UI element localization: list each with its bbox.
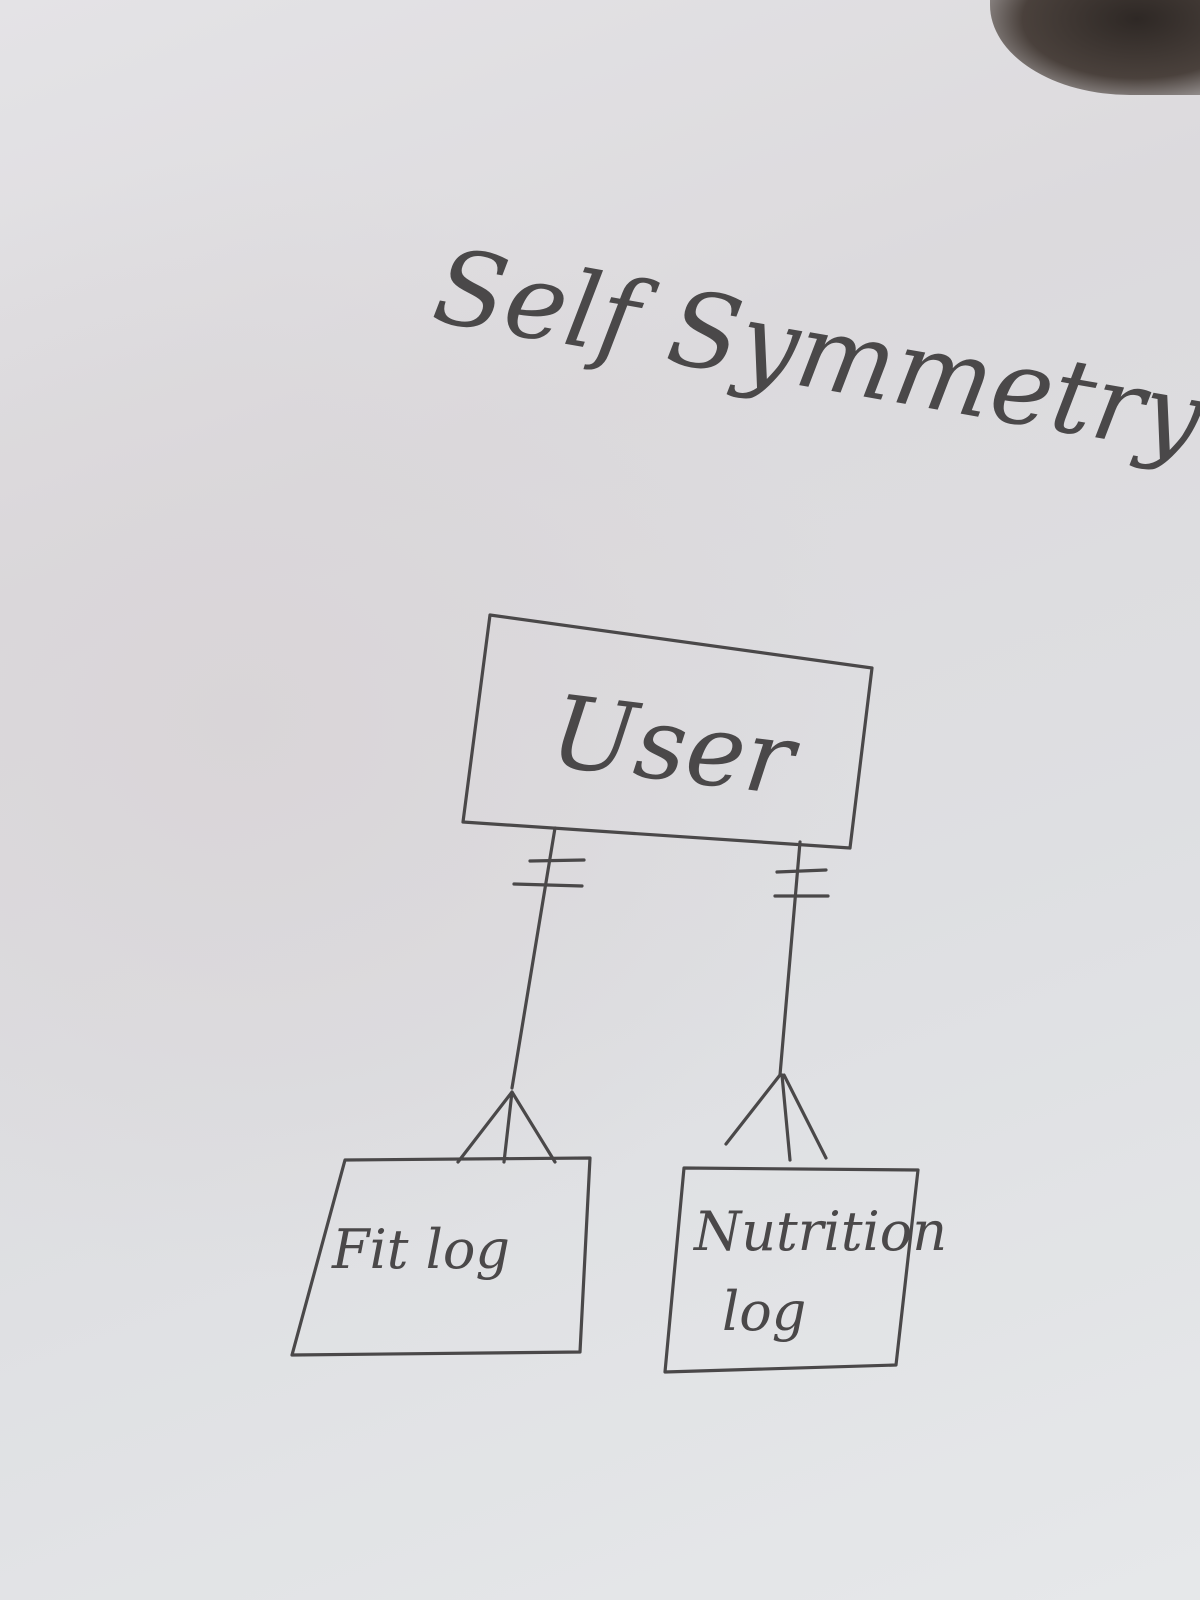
fit-log-entity-box (290, 1156, 592, 1357)
one-cardinality-marks (512, 858, 586, 888)
relationship-user-fit-log (456, 826, 586, 1164)
relationship-user-nutrition-log (724, 840, 830, 1162)
fit-log-entity-label: Fit log (331, 1218, 510, 1281)
many-crowfoot (724, 1073, 828, 1162)
one-cardinality-marks (773, 868, 830, 898)
user-entity-label: User (545, 673, 805, 819)
nutrition-log-entity-label-line2: log (722, 1280, 806, 1343)
relationship-line (778, 840, 802, 1077)
diagram-title: Self Symmetry (426, 224, 1200, 479)
relationship-line (510, 826, 557, 1090)
nutrition-log-entity-label-line1: Nutrition (692, 1200, 947, 1263)
many-crowfoot (456, 1090, 557, 1164)
user-entity-box (461, 613, 874, 850)
nutrition-log-entity-box (663, 1166, 920, 1374)
